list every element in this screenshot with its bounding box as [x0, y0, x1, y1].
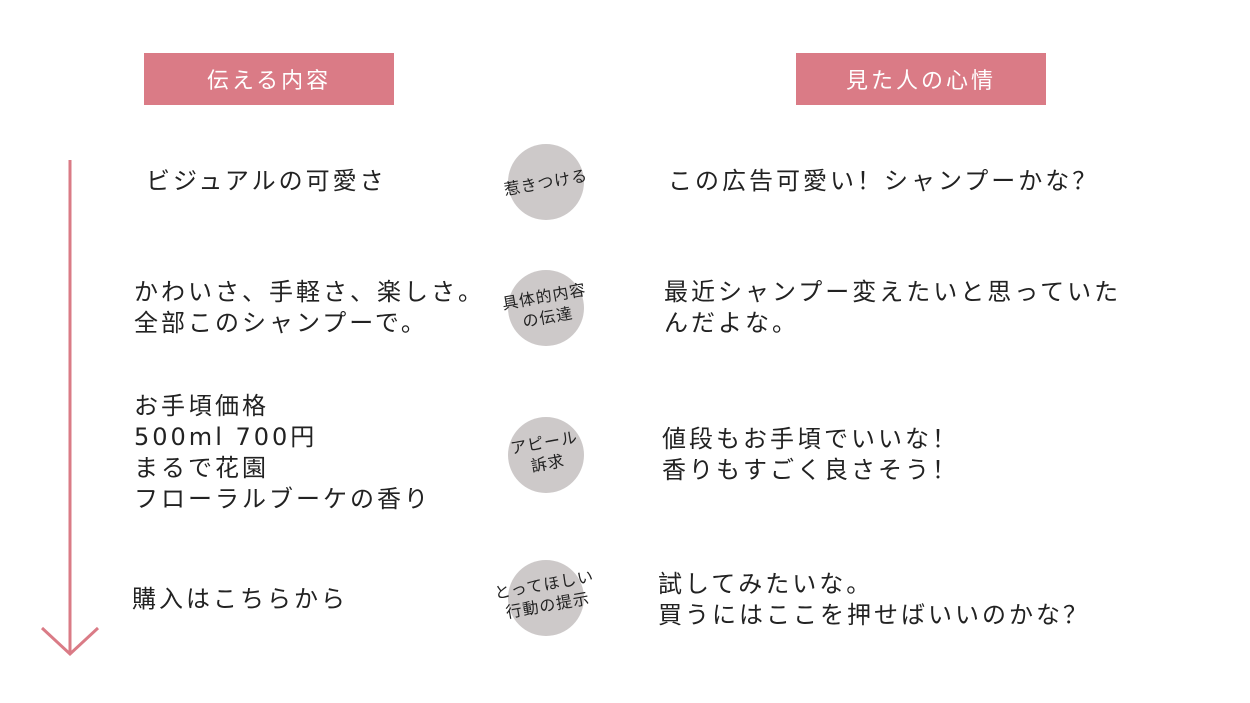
stage-circle [508, 417, 584, 493]
stage-circle [508, 270, 584, 346]
header-viewer-feelings: 見た人の心情 [796, 53, 1046, 105]
content-visual: ビジュアルの可愛さ [146, 167, 387, 195]
flow-arrow [40, 160, 100, 657]
feeling-text: 最近シャンプー変えたいと思っていた んだよな。 [664, 278, 1122, 337]
content-purchase: 購入はこちらから [132, 585, 348, 613]
feeling-text: 試してみたいな。 買うにはここを押せばいいのかな？ [658, 570, 1090, 629]
feeling-text: この広告可愛い！シャンプーかな？ [668, 167, 1100, 195]
feeling-text: 値段もお手頃でいいな！ 香りもすごく良さそう！ [662, 425, 959, 484]
stage-circle [508, 144, 584, 220]
header-content-to-convey: 伝える内容 [144, 53, 394, 105]
content-concrete: かわいさ、手軽さ、楽しさ。 全部このシャンプーで。 [134, 278, 485, 337]
content-appeal: お手頃価格 500ml 700円 まるで花園 フローラルブーケの香り [134, 392, 431, 513]
stage-circle [508, 560, 584, 636]
